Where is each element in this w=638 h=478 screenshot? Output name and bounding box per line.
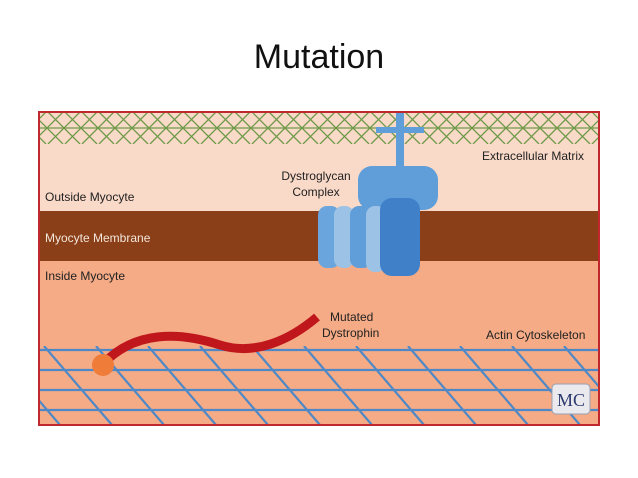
dystroglycan-complex — [318, 112, 438, 276]
label-extracellular-matrix: Extracellular Matrix — [482, 149, 584, 163]
label-dystroglycan-line2: Complex — [292, 185, 339, 199]
label-inside-myocyte: Inside Myocyte — [45, 269, 125, 283]
mc-logo: MC — [551, 383, 591, 415]
slide-title: Mutation — [253, 38, 385, 76]
dystrophin-anchor-dot — [92, 354, 114, 376]
mutated-dystrophin-strand — [99, 313, 320, 368]
label-outside-myocyte: Outside Myocyte — [45, 190, 135, 204]
extracellular-matrix-mesh — [39, 112, 599, 144]
diagram-border — [38, 111, 600, 426]
actin-cytoskeleton-grid — [39, 346, 599, 425]
label-actin-cytoskeleton: Actin Cytoskeleton — [486, 328, 585, 342]
label-mutated-line2: Dystrophin — [322, 326, 379, 340]
logo-text: MC — [557, 390, 585, 410]
label-dystroglycan-line1: Dystroglycan — [281, 169, 350, 183]
label-myocyte-membrane: Myocyte Membrane — [45, 231, 151, 245]
label-mutated-line1: Mutated — [330, 310, 373, 324]
